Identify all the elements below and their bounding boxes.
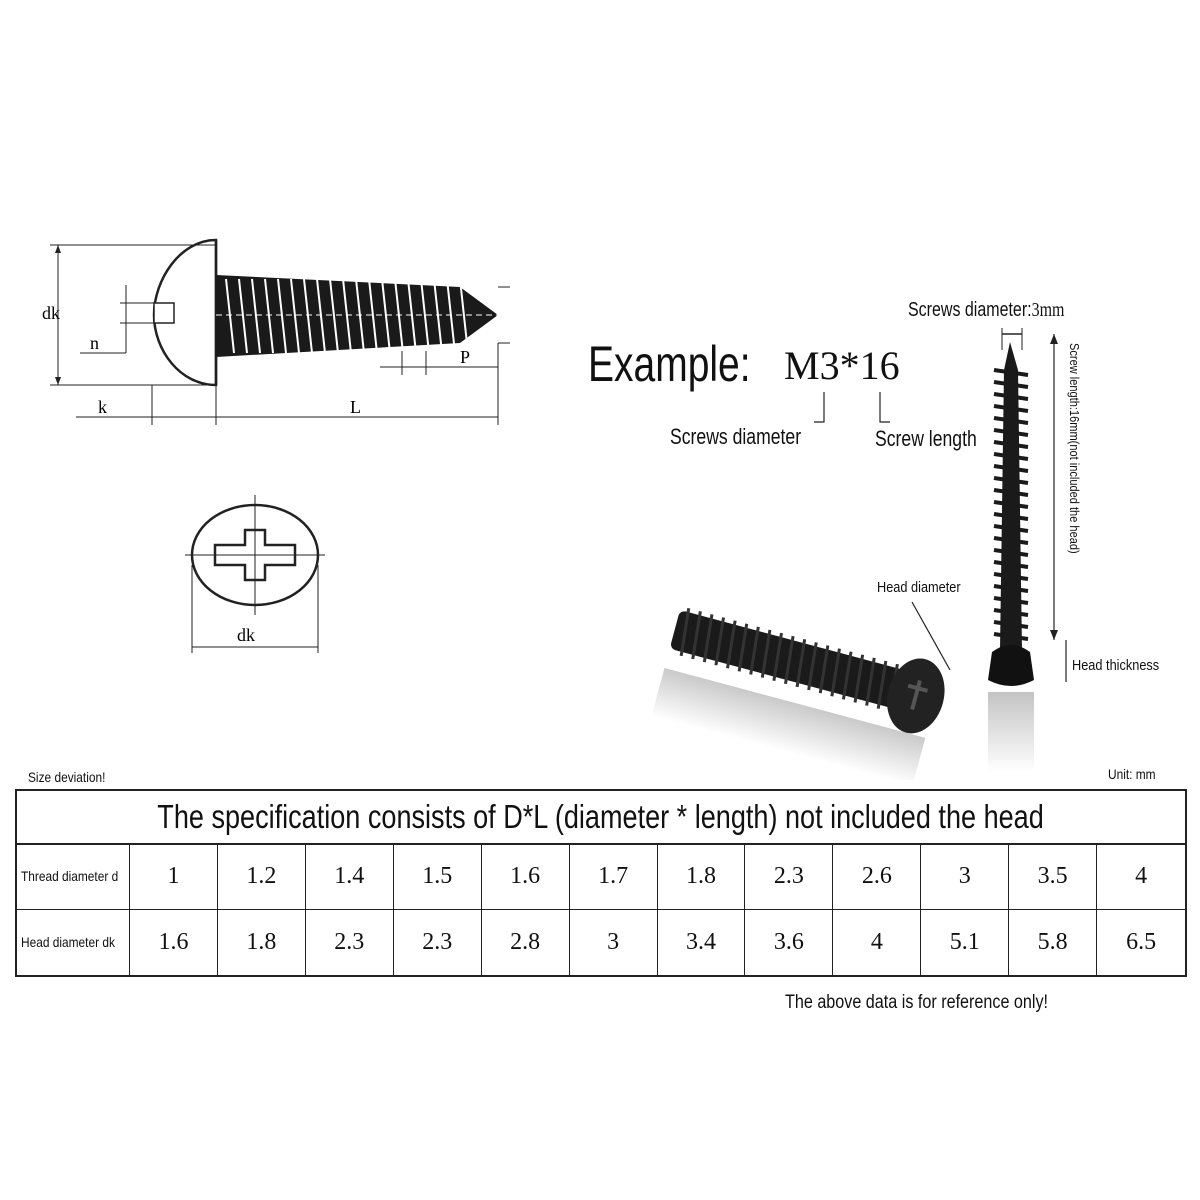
- photo-head-diameter-label: Head diameter: [877, 579, 961, 596]
- table-cell: 2.3: [745, 843, 834, 909]
- front-dk-label: dk: [237, 625, 255, 645]
- table-row-head-diameter: Head diameter dk 1.6 1.8 2.3 2.3 2.8 3 3…: [17, 909, 1185, 975]
- screw-front-drawing: dk: [185, 495, 325, 653]
- n-label: n: [90, 333, 99, 353]
- screws-diameter-label: Screws diameter: [670, 424, 802, 449]
- table-cell: 6.5: [1126, 928, 1157, 955]
- p-label: P: [460, 347, 470, 367]
- table-cell: 3.4: [658, 909, 746, 975]
- reference-note: The above data is for reference only!: [785, 992, 1049, 1013]
- table-cell: 5.8: [1009, 909, 1098, 975]
- table-cell: 1.6: [482, 843, 570, 909]
- table-cell: 1.4: [306, 843, 394, 909]
- dk-label: dk: [42, 303, 60, 323]
- size-deviation-note: Size deviation!: [28, 769, 106, 785]
- spec-table-header: The specification consists of D*L (diame…: [17, 791, 1185, 845]
- screw-length-label: Screw length: [875, 426, 977, 451]
- table-cell: 3: [570, 909, 658, 975]
- table-cell: 2.3: [306, 909, 394, 975]
- table-cell: 5.1: [921, 909, 1010, 975]
- example-title: Example:: [588, 336, 751, 392]
- example-code: M3*16: [784, 343, 900, 388]
- unit-note: Unit: mm: [1108, 766, 1156, 782]
- photo-screws-diameter-label: Screws diameter:3mm: [908, 299, 1065, 321]
- screws-photo: [651, 328, 1067, 780]
- screw-side-drawing: dk n d P k L: [42, 238, 510, 425]
- table-cell: 2.8: [482, 909, 570, 975]
- k-label: k: [98, 397, 107, 417]
- table-cell: 3.5: [1009, 843, 1098, 909]
- table-cell: 3.6: [745, 909, 834, 975]
- table-cell: 2.6: [833, 843, 922, 909]
- table-cell: 1.5: [394, 843, 482, 909]
- row-label-thread-diameter: Thread diameter d: [17, 843, 130, 909]
- table-cell: 1.7: [570, 843, 658, 909]
- l-label: L: [350, 397, 361, 417]
- table-cell: 4: [1135, 862, 1148, 889]
- table-cell: 2.3: [394, 909, 482, 975]
- photo-screw-length-label: Screw length:16mm(not included the head): [1067, 343, 1082, 554]
- row-label-head-diameter: Head diameter dk: [17, 909, 130, 975]
- photo-head-thickness-label: Head thickness: [1072, 657, 1160, 674]
- table-cell: 4: [833, 909, 922, 975]
- spec-table: The specification consists of D*L (diame…: [15, 789, 1187, 977]
- table-cell: 1: [130, 843, 218, 909]
- table-cell: 1.8: [218, 909, 306, 975]
- table-cell: 3: [921, 843, 1010, 909]
- table-row-thread-diameter: Thread diameter d 1 1.2 1.4 1.5 1.6 1.7 …: [17, 843, 1185, 910]
- table-cell: 1.8: [658, 843, 746, 909]
- table-cell: 1.2: [218, 843, 306, 909]
- example-brackets: [814, 392, 890, 423]
- table-cell: 1.6: [130, 909, 218, 975]
